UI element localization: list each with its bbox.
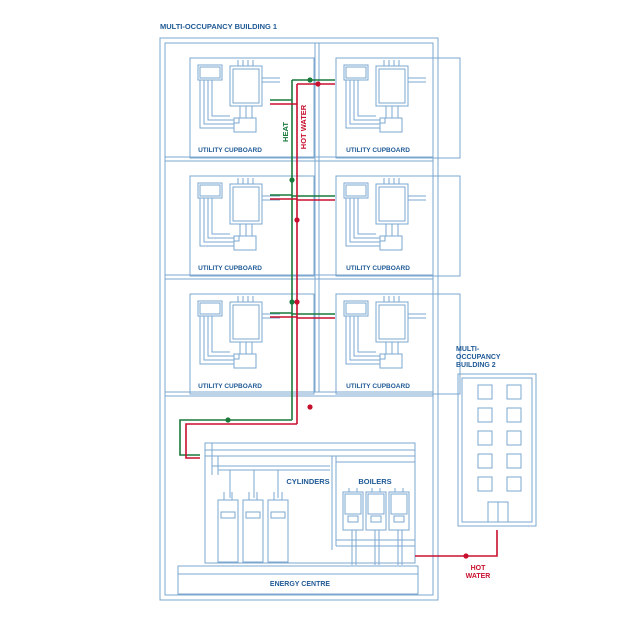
cupboard-label-left-3: UTILITY CUPBOARD	[198, 383, 262, 390]
heat-pipework	[179, 77, 335, 456]
cupboard-label-left-2: UTILITY CUPBOARD	[198, 265, 262, 272]
hot-water-b2-line2: WATER	[466, 573, 491, 580]
cupboard-label-right-3: UTILITY CUPBOARD	[346, 383, 410, 390]
building-2-title-line3: BUILDING 2	[456, 362, 496, 369]
boilers-label: BOILERS	[358, 477, 391, 486]
cylinder-2	[242, 491, 264, 563]
energy-centre-label: ENERGY CENTRE	[270, 581, 330, 588]
cylinders-label: CYLINDERS	[286, 477, 329, 486]
cupboard-unit-left-1	[189, 57, 315, 159]
building-1	[159, 37, 439, 601]
hot-water-label: HOT WATER	[299, 104, 308, 149]
cupboard-unit-left-2	[189, 175, 315, 277]
cupboard-unit-right-2	[335, 175, 461, 277]
hot-water-pipework	[185, 81, 498, 559]
cupboard-label-right-2: UTILITY CUPBOARD	[346, 265, 410, 272]
utility-cupboards	[189, 57, 461, 395]
cupboard-unit-right-3	[335, 293, 461, 395]
cylinder-1	[217, 491, 239, 563]
cupboard-unit-right-1	[335, 57, 461, 159]
cupboard-label-left-1: UTILITY CUPBOARD	[198, 147, 262, 154]
building-2-title-line2: OCCUPANCY	[456, 354, 501, 361]
boiler-3	[388, 487, 410, 531]
building-2-windows	[477, 384, 522, 492]
boiler-2	[365, 487, 387, 531]
boiler-1	[342, 487, 364, 531]
hot-water-b2-line1: HOT	[471, 565, 487, 572]
building-2	[457, 373, 537, 527]
cupboard-label-right-1: UTILITY CUPBOARD	[346, 147, 410, 154]
building-1-title: MULTI-OCCUPANCY BUILDING 1	[160, 22, 277, 31]
cupboard-unit-left-3	[189, 293, 315, 395]
building-2-title-line1: MULTI-	[456, 346, 480, 353]
energy-centre	[177, 442, 419, 595]
heat-label: HEAT	[281, 122, 290, 142]
cylinder-3	[267, 491, 289, 563]
